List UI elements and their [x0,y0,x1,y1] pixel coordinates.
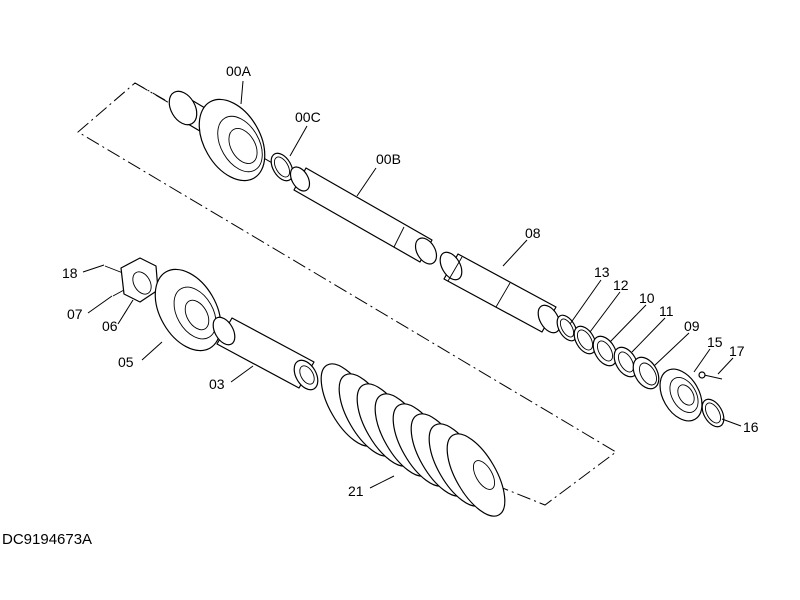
part-12-ring [573,325,597,355]
callout-labels: 00A 00C 00B 08 13 12 10 11 09 15 17 16 1… [2,63,759,548]
part-15-cover [659,368,703,422]
label-16: 16 [743,419,759,435]
drawing-code: DC9194673A [2,531,92,548]
label-18: 18 [62,265,78,281]
part-16-o-ring [701,398,725,428]
part-03-tube [212,316,319,391]
label-05: 05 [118,354,134,370]
label-00b: 00B [376,151,401,167]
label-21: 21 [348,483,364,499]
part-06-nut [120,257,159,303]
label-10: 10 [639,290,655,306]
label-00a: 00A [226,63,252,79]
part-10-seal-ring [592,335,618,367]
label-06: 06 [102,318,118,334]
part-11-seal-ring [613,346,639,378]
label-13: 13 [594,264,610,280]
part-07-lock [112,289,125,297]
part-09-collar [632,356,660,390]
part-00c-o-ring [270,152,294,182]
part-08-cylinder [439,251,561,334]
label-00c: 00C [295,109,321,125]
label-03: 03 [209,376,225,392]
part-00b-shaft [289,166,438,265]
part-17-bolt [698,371,723,380]
part-05-bracket [154,268,222,352]
leader-lines [82,80,742,489]
label-12: 12 [613,277,629,293]
label-17: 17 [729,343,745,359]
label-07: 07 [67,306,83,322]
label-09: 09 [684,318,700,334]
label-11: 11 [659,303,674,319]
part-00a-idler-body [168,90,266,182]
label-15: 15 [707,334,723,350]
label-08: 08 [525,225,541,241]
part-21-spring [320,363,506,517]
